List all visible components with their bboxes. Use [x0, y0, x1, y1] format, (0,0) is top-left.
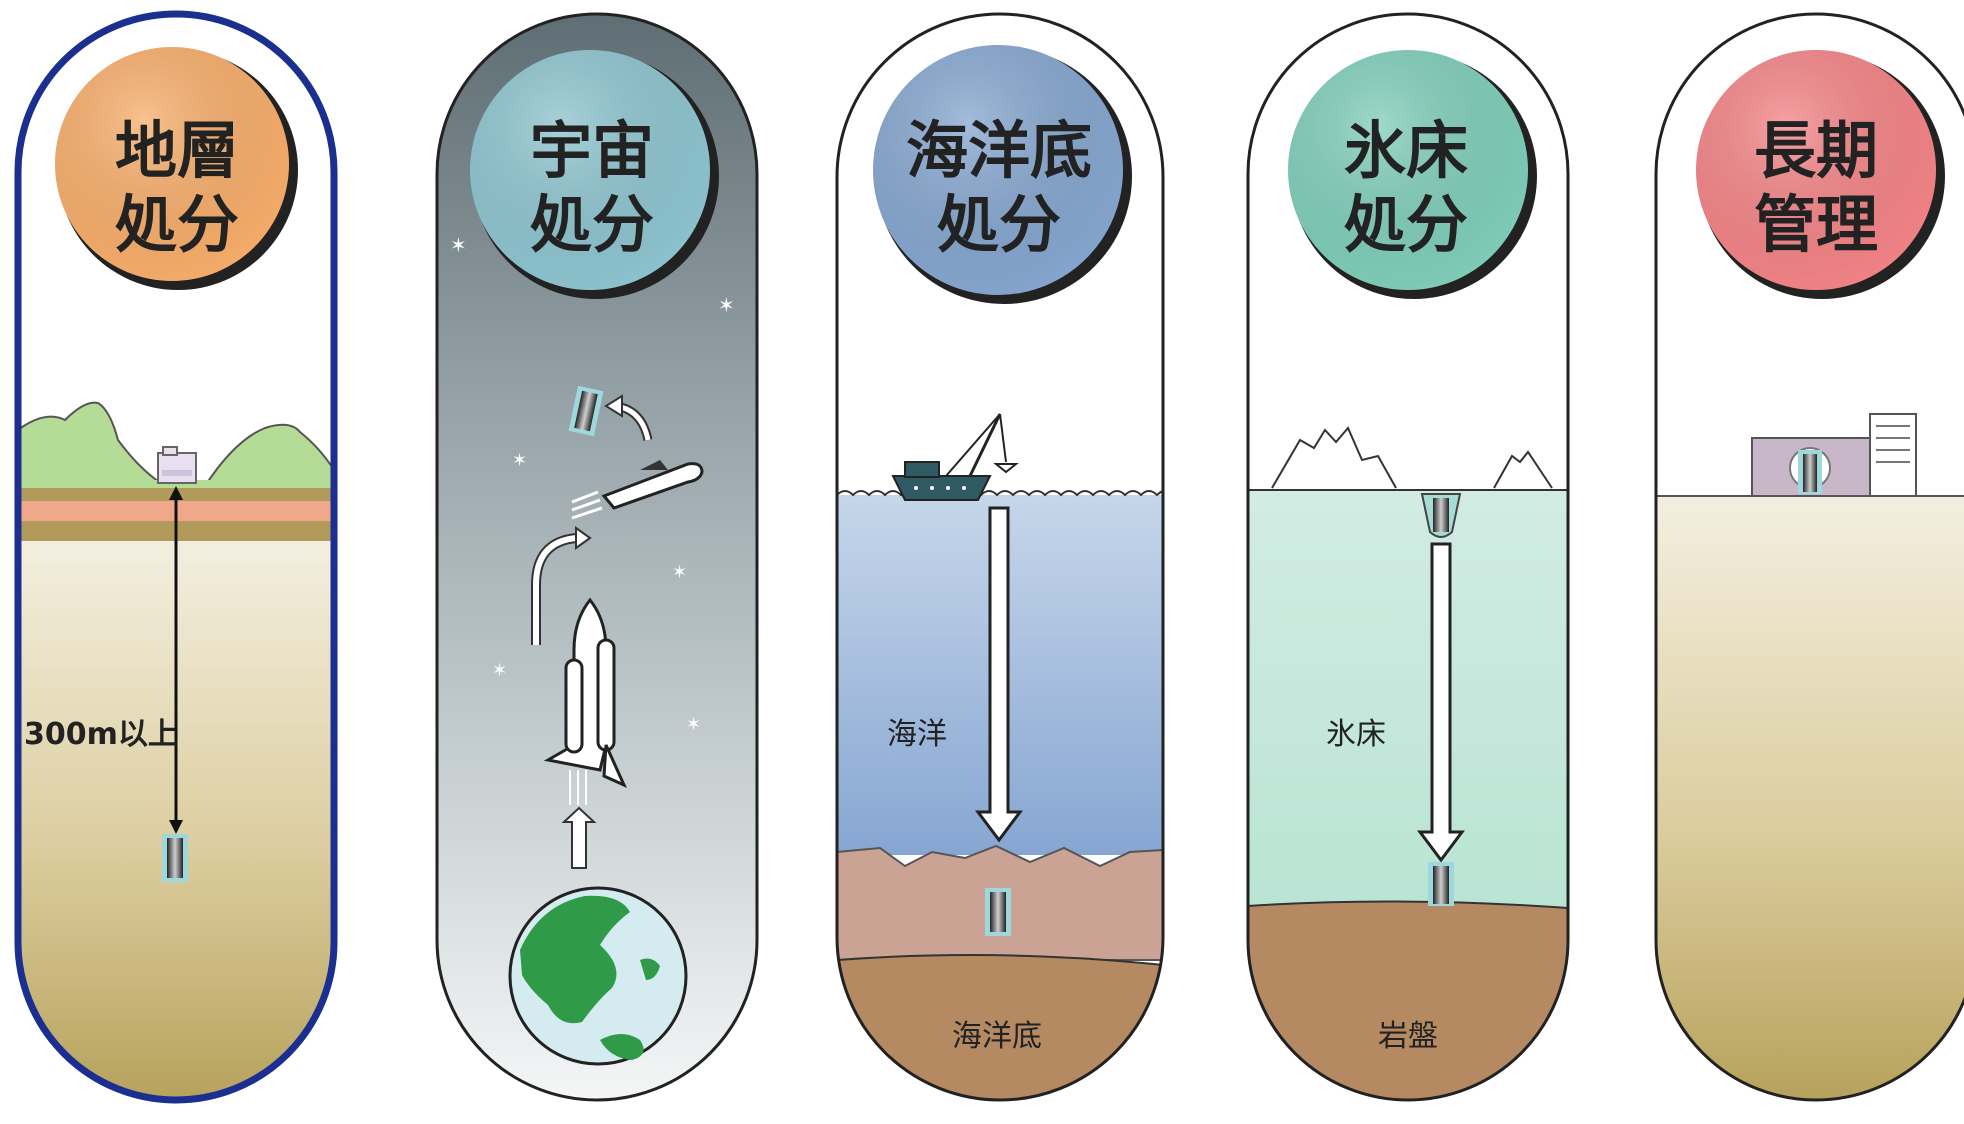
waste-canister-icon — [162, 834, 188, 882]
title-line1: 海洋底 — [906, 114, 1092, 187]
column-frame-highlighted — [14, 10, 338, 1104]
title-line2: 処分 — [1344, 188, 1468, 261]
column-frame — [435, 12, 759, 1102]
svg-text:✶: ✶ — [686, 714, 701, 735]
ship-icon — [891, 413, 1019, 501]
column-frame — [835, 12, 1165, 1102]
mountain-left — [18, 401, 169, 487]
ice-ridge-left — [1271, 426, 1397, 489]
descent-arrow — [1417, 542, 1465, 863]
space-plane-icon — [571, 460, 704, 520]
ocean-label: 海洋 — [887, 717, 947, 752]
rocket-path-arrow — [561, 806, 597, 869]
ice-ridge-right — [1493, 450, 1553, 489]
waste-canister-icon — [568, 385, 604, 437]
seabed-label: 海洋底 — [952, 1019, 1042, 1054]
ice-sheet-layer — [1248, 490, 1568, 910]
facility-icon — [157, 446, 197, 484]
svg-text:✶: ✶ — [672, 562, 687, 583]
title-circle-geological: 地層 処分 — [55, 47, 298, 290]
title-line1: 長期 — [1754, 114, 1878, 187]
column-frame — [1654, 12, 1964, 1102]
mountain-right — [203, 423, 334, 487]
column-frame — [1246, 12, 1570, 1102]
title-circle-seabed: 海洋底 処分 — [873, 45, 1132, 304]
title-circle-space: 宇宙 処分 — [470, 50, 719, 299]
svg-text:✶: ✶ — [450, 233, 467, 257]
bedrock-label: 岩盤 — [1378, 1019, 1438, 1054]
waste-canister-icon — [1428, 862, 1454, 906]
svg-text:✶: ✶ — [718, 293, 735, 317]
ice-sheet-label: 氷床 — [1326, 717, 1386, 752]
stars: ✶ ✶ ✶ ✶ ✶ ✶ — [450, 233, 735, 735]
svg-text:✶: ✶ — [512, 450, 527, 471]
descent-arrow — [975, 506, 1023, 843]
title-line1: 氷床 — [1344, 114, 1468, 187]
ground-layer — [1656, 496, 1964, 1100]
title-circle-ice-sheet: 氷床 処分 — [1288, 50, 1537, 299]
trajectory-arrow — [531, 526, 592, 645]
release-arrow — [604, 394, 653, 442]
depth-label: 300m以上 — [24, 717, 178, 752]
earth-icon — [508, 886, 688, 1066]
space-shuttle-icon — [543, 597, 627, 788]
title-line2: 処分 — [530, 188, 654, 261]
title-line2: 処分 — [115, 188, 239, 261]
storage-facility-icon — [1751, 413, 1917, 497]
svg-text:✶: ✶ — [492, 660, 507, 681]
title-circle-long-term-storage: 長期 管理 — [1696, 50, 1945, 299]
waste-canister-icon — [985, 888, 1011, 936]
title-line1: 地層 — [115, 114, 239, 187]
bedrock-layer — [1248, 900, 1568, 1100]
title-line2: 管理 — [1754, 188, 1878, 261]
waste-canister-icon — [1420, 493, 1462, 538]
title-line2: 処分 — [937, 188, 1061, 261]
title-line1: 宇宙 — [530, 114, 654, 187]
exhaust — [569, 770, 587, 805]
